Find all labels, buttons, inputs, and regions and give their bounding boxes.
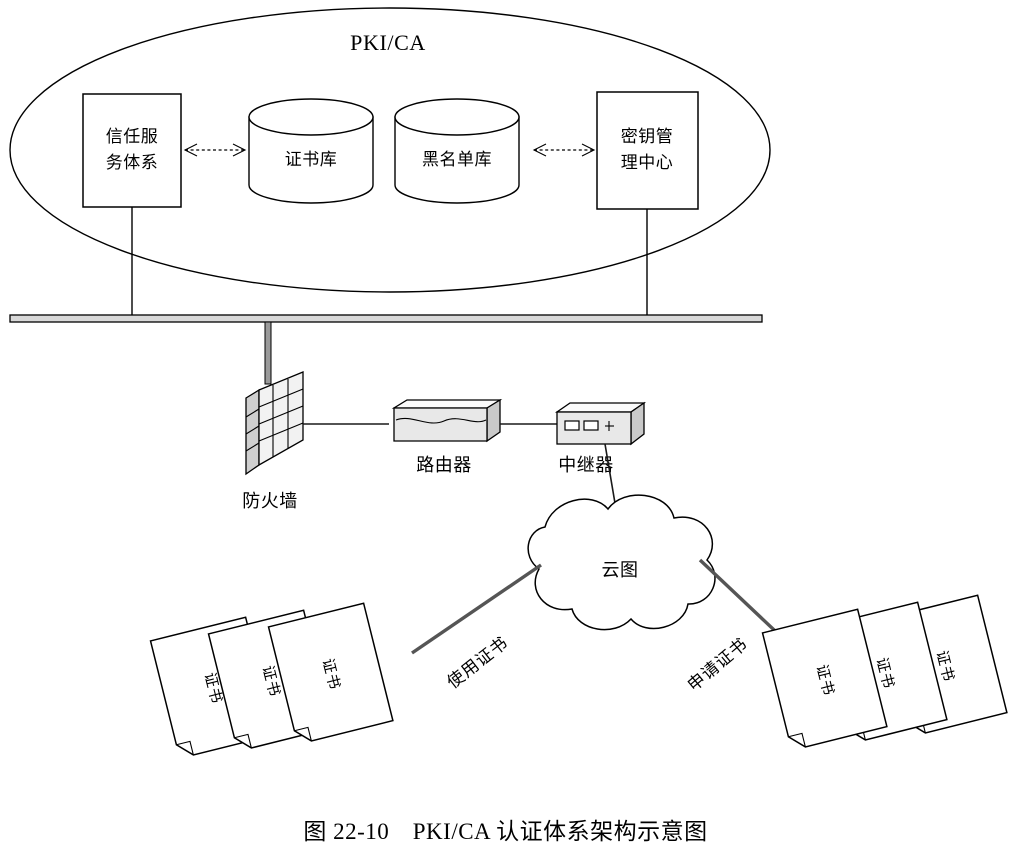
blacklist-repository-top <box>394 98 520 136</box>
document-stack-left: 证书 证书 证书 <box>149 602 394 756</box>
certificate-fold-left-1 <box>294 726 312 742</box>
pki-ca-boundary-ellipse <box>9 7 771 293</box>
device-router[interactable]: 路由器 <box>391 398 503 476</box>
droplink-bus-to-firewall <box>264 321 272 385</box>
certificate-repository-body[interactable] <box>248 116 374 204</box>
certificate-fold-left-2 <box>234 733 252 749</box>
repeater-top-face <box>554 402 647 413</box>
cloud-label: 云图 <box>602 560 639 581</box>
figure-caption: 图 22-10 PKI/CA 认证体系架构示意图 <box>303 819 708 844</box>
node-blacklist-repository[interactable]: 黑名单库 <box>394 98 520 204</box>
router-label: 路由器 <box>416 455 472 476</box>
firewall-brick-row-2 <box>258 405 304 425</box>
cloud-shape[interactable] <box>527 494 716 631</box>
blacklist-repository-label: 黑名单库 <box>422 150 492 170</box>
device-repeater[interactable]: 中继器 <box>554 401 647 476</box>
arrow-head-right-west <box>532 143 547 157</box>
flow-label-use-certificate: 使用证书 <box>443 632 513 693</box>
key-management-center-box[interactable] <box>596 91 699 210</box>
router-side-face <box>486 398 501 443</box>
trust-service-system-label-line1: 信任服 <box>106 127 159 147</box>
router-front-face[interactable] <box>393 407 488 442</box>
firewall-brick-row-3 <box>258 422 304 442</box>
pki-ca-title: PKI/CA <box>350 30 426 55</box>
flow-label-apply-certificate: 申请证书 <box>684 634 752 696</box>
link-cloud-to-left-documents <box>411 563 542 655</box>
repeater-port-2-icon <box>583 420 599 431</box>
network-bus-bar <box>9 314 763 323</box>
key-management-center-label-line1: 密钥管 <box>621 127 674 147</box>
certificate-repository-label: 证书库 <box>285 150 338 170</box>
certificate-document-right-1[interactable] <box>761 608 888 750</box>
arrow-trust-to-certificate-repository <box>183 143 247 157</box>
arrow-blacklist-to-key-management <box>532 143 596 157</box>
node-certificate-repository[interactable]: 证书库 <box>248 98 374 204</box>
firewall-front-face[interactable] <box>258 371 304 467</box>
router-wave-glyph <box>395 418 487 424</box>
firewall-side-face <box>245 388 260 476</box>
key-management-center-label-line2: 理中心 <box>621 153 674 173</box>
arrow-head-left-east <box>232 143 247 157</box>
firewall-side-tick-1 <box>245 408 260 418</box>
arrow-head-left-west <box>183 143 198 157</box>
node-key-management-center[interactable]: 密钥管 理中心 <box>596 91 699 210</box>
certificate-document-left-1[interactable] <box>267 602 394 744</box>
repeater-label: 中继器 <box>558 455 614 476</box>
certificate-fold-left-3 <box>176 740 194 756</box>
trust-service-system-label-line2: 务体系 <box>106 153 159 173</box>
firewall-side-tick-2 <box>245 425 260 435</box>
document-stack-right: 证书 证书 证书 <box>761 594 1008 750</box>
device-cloud[interactable]: 云图 <box>527 494 716 631</box>
certificate-repository-top <box>248 98 374 136</box>
certificate-fold-right-1 <box>788 732 806 748</box>
device-firewall[interactable]: 防火墙 <box>242 371 304 512</box>
blacklist-repository-body[interactable] <box>394 116 520 204</box>
trust-service-system-box[interactable] <box>82 93 182 208</box>
router-top-face <box>391 399 503 409</box>
arrow-head-right-east <box>581 143 596 157</box>
pki-ca-zone: PKI/CA <box>9 7 771 293</box>
repeater-port-1-icon <box>564 420 580 431</box>
firewall-brick-row-1 <box>258 388 304 408</box>
list-item[interactable]: 证书 <box>267 602 394 744</box>
network-bus <box>9 314 763 323</box>
list-item[interactable]: 证书 <box>761 608 888 750</box>
firewall-side-tick-3 <box>245 442 260 452</box>
node-trust-service-system[interactable]: 信任服 务体系 <box>82 93 182 208</box>
firewall-label: 防火墙 <box>242 491 298 512</box>
